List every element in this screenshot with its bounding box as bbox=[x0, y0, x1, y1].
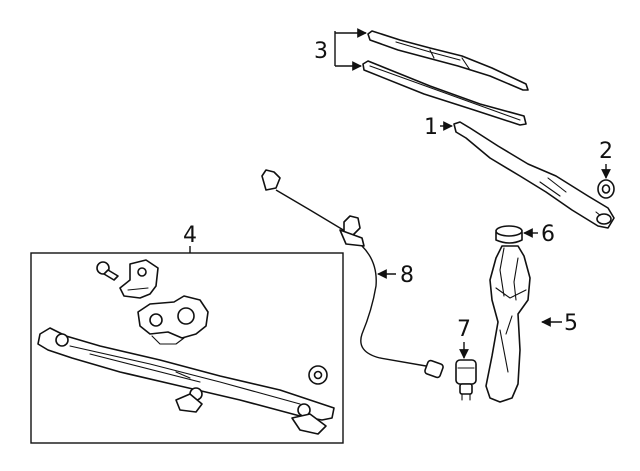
linkage-kit-frame bbox=[30, 252, 344, 444]
mounting-bolt-2 bbox=[308, 365, 328, 385]
wiper-blade-lower bbox=[362, 60, 527, 126]
wiper-arm bbox=[453, 121, 615, 229]
reservoir-cap bbox=[495, 225, 523, 244]
callout-2: 2 bbox=[599, 139, 613, 164]
mounting-bolt-1 bbox=[96, 261, 119, 281]
washer-reservoir bbox=[485, 245, 531, 403]
wiper-motor bbox=[137, 295, 209, 345]
callout-1: 1 bbox=[424, 115, 438, 140]
callout-8: 8 bbox=[400, 263, 414, 288]
washer-hose bbox=[261, 169, 444, 379]
callout-5: 5 bbox=[564, 311, 578, 336]
leader-lines bbox=[189, 28, 611, 359]
motor-bracket bbox=[119, 259, 159, 299]
wiper-linkage bbox=[37, 327, 335, 435]
wiper-blade-upper bbox=[367, 30, 529, 91]
callout-6: 6 bbox=[541, 222, 555, 247]
arm-nut-cap bbox=[597, 179, 615, 199]
callout-7: 7 bbox=[457, 317, 471, 342]
callout-3: 3 bbox=[314, 39, 328, 64]
washer-pump bbox=[455, 359, 477, 401]
callout-4: 4 bbox=[183, 223, 197, 248]
